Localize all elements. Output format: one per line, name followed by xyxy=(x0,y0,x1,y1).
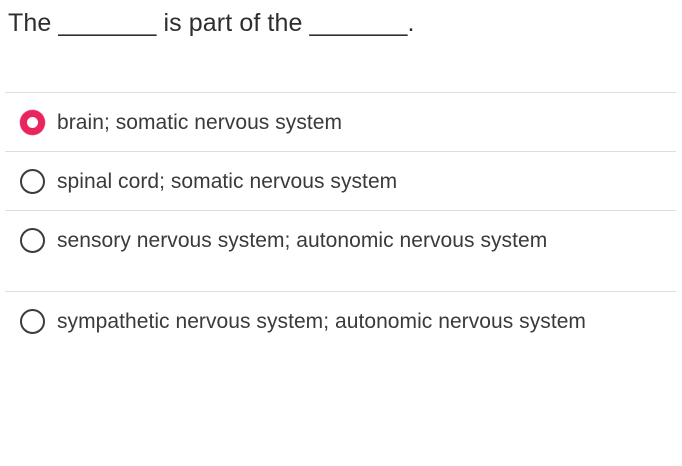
option-label-brain-somatic: brain; somatic nervous system xyxy=(57,111,343,134)
option-label-spinal-cord-somatic: spinal cord; somatic nervous system xyxy=(57,170,398,193)
divider-above-option-1 xyxy=(5,92,676,93)
option-row-sensory-autonomic[interactable]: sensory nervous system; autonomic nervou… xyxy=(0,211,682,291)
radio-unselected-icon[interactable] xyxy=(20,169,45,194)
radio-unselected-icon[interactable] xyxy=(20,228,45,253)
divider-below-option-3 xyxy=(5,291,676,292)
divider-below-option-2 xyxy=(5,210,676,211)
divider-below-option-1 xyxy=(5,151,676,152)
option-label-sympathetic-autonomic: sympathetic nervous system; autonomic ne… xyxy=(57,310,586,333)
answer-options-list: brain; somatic nervous system spinal cor… xyxy=(0,92,682,372)
option-row-spinal-cord-somatic[interactable]: spinal cord; somatic nervous system xyxy=(0,152,682,210)
option-label-sensory-autonomic: sensory nervous system; autonomic nervou… xyxy=(57,229,548,252)
option-row-brain-somatic[interactable]: brain; somatic nervous system xyxy=(0,93,682,151)
question-stem-text: The _______ is part of the _______. xyxy=(8,9,415,37)
radio-unselected-icon[interactable] xyxy=(20,309,45,334)
option-row-sympathetic-autonomic[interactable]: sympathetic nervous system; autonomic ne… xyxy=(0,292,682,372)
radio-selected-icon[interactable] xyxy=(20,110,45,135)
